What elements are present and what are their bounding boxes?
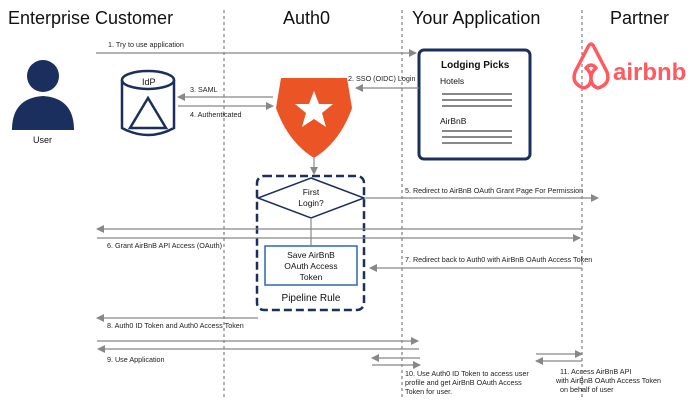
auth0-shield-logo-icon [276, 78, 352, 158]
step-10-label-line-2: profile and get AirBnB OAuth Access [405, 378, 522, 387]
decision-line-2: Login? [298, 198, 324, 208]
step-11-label-line-1: 11. Access AirBnB API [560, 367, 631, 376]
decision-line-1: First [303, 187, 320, 197]
app-box-title: Lodging Picks [441, 60, 510, 71]
pipeline-rule-label: Pipeline Rule [282, 293, 341, 304]
step-1-label: 1. Try to use application [108, 40, 184, 49]
save-token-box [264, 245, 358, 286]
header-enterprise-customer: Enterprise Customer [8, 8, 173, 28]
step-10-label-line-1: 10. Use Auth0 ID Token to access user [405, 369, 529, 378]
idp-label: IdP [142, 77, 156, 87]
airbnb-logo-text: airbnb [613, 59, 686, 86]
user-icon [12, 60, 74, 130]
step-7-label: 7. Redirect back to Auth0 with AirBnB OA… [405, 255, 592, 264]
step-2-label: 2. SSO (OIDC) Login [348, 74, 416, 83]
app-box-hotels-label: Hotels [440, 76, 464, 86]
step-9-label: 9. Use Application [107, 355, 165, 364]
step-11-label-line-3: on behalf of user [560, 385, 614, 394]
step-10-label-line-3: Token for user. [405, 387, 452, 396]
step-5-label: 5. Redirect to AirBnB OAuth Grant Page F… [405, 186, 583, 195]
header-auth0: Auth0 [283, 8, 330, 28]
header-partner: Partner [610, 8, 669, 28]
step-6-label: 6. Grant AirBnB API Access (OAuth) [107, 241, 222, 250]
save-box-line-2: OAuth Access [284, 261, 337, 271]
step-8-label: 8. Auth0 ID Token and Auth0 Access Token [107, 321, 244, 330]
airbnb-logo-icon [572, 42, 610, 90]
app-box-airbnb-label: AirBnB [440, 116, 467, 126]
user-label: User [33, 135, 52, 145]
step-11-label-line-2: with AirBnB OAuth Access Token [555, 376, 661, 385]
save-box-line-3: Token [300, 272, 323, 282]
step-4-label: 4. Authenticated [190, 110, 242, 119]
step-3-label: 3. SAML [190, 85, 218, 94]
idp-database-icon [120, 69, 176, 137]
save-box-line-1: Save AirBnB [287, 250, 335, 260]
header-your-application: Your Application [412, 8, 540, 28]
